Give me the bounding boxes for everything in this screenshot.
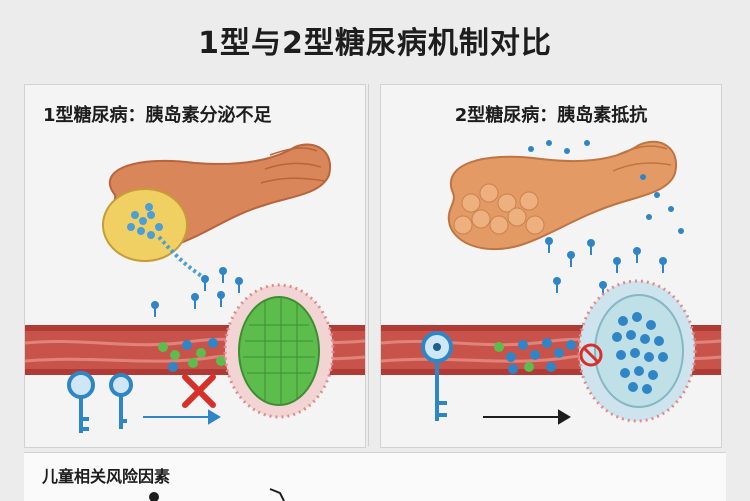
panel-type1: 1型糖尿病：胰岛素分泌不足 [24, 84, 366, 448]
glucose-particles-type2 [494, 338, 576, 374]
insulin-molecule-icon [528, 140, 684, 297]
sketch-icon [269, 488, 285, 501]
glucose-particles-type1 [158, 338, 226, 372]
key-icon [421, 331, 453, 421]
cross-icon [182, 374, 216, 408]
key-icon [67, 371, 133, 433]
dot-icon [149, 492, 159, 501]
arrow-icon [483, 409, 571, 425]
risk-factors-section: 儿童相关风险因素 [24, 452, 726, 501]
type2-illustration [381, 140, 721, 425]
body-cell-type2 [577, 279, 697, 423]
insulin-molecule-icon [151, 267, 243, 317]
pancreas-type1 [102, 143, 332, 279]
panel-divider [368, 84, 369, 446]
panel-type2-title: 2型糖尿病：胰岛素抵抗 [454, 105, 648, 126]
arrow-icon [143, 409, 221, 425]
type1-illustration [25, 143, 365, 433]
risk-factors-title: 儿童相关风险因素 [42, 467, 171, 486]
page-title: 1型与2型糖尿病机制对比 [198, 26, 552, 61]
pancreas-type2 [447, 140, 678, 251]
panel-type1-title: 1型糖尿病：胰岛素分泌不足 [43, 105, 272, 126]
body-cell-type1 [223, 283, 335, 419]
blocked-icon [579, 343, 603, 367]
panel-type2: 2型糖尿病：胰岛素抵抗 [380, 84, 722, 448]
risk-factors-icons [149, 488, 285, 501]
